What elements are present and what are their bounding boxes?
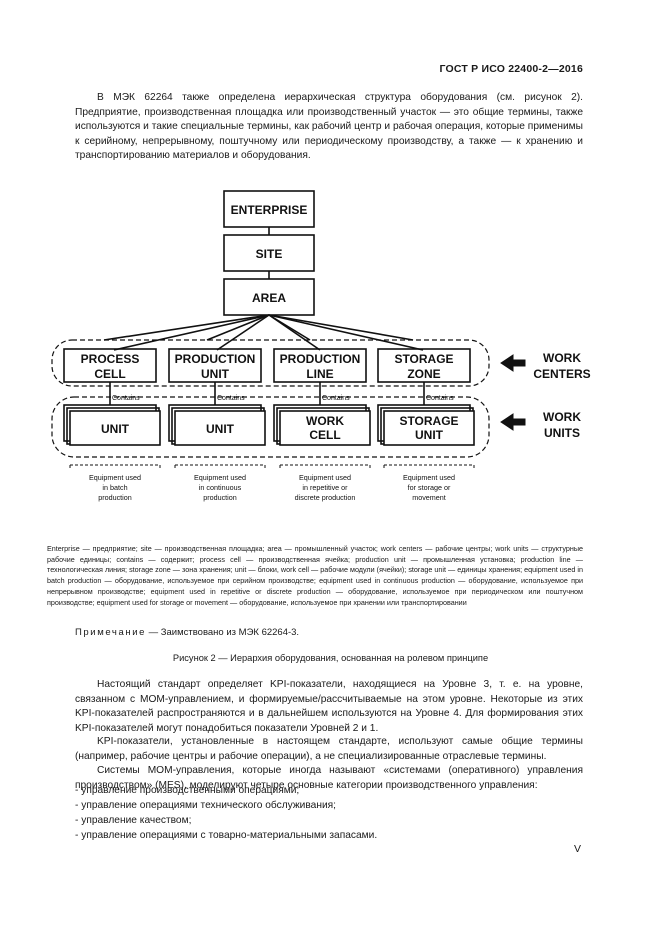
- site-label: SITE: [256, 247, 283, 261]
- equipment-1-line3: production: [98, 493, 132, 502]
- work-centers-label-line2: CENTERS: [533, 367, 590, 381]
- list-item: управление качеством;: [75, 813, 377, 828]
- list-item: управление производственными операциями;: [75, 783, 377, 798]
- list-item: управление операциями технического обслу…: [75, 798, 377, 813]
- work-center-1-line1: PROCESS: [81, 352, 140, 366]
- intro-paragraph: В МЭК 62264 также определена иерархическ…: [75, 92, 583, 162]
- enterprise-label: ENTERPRISE: [231, 203, 308, 217]
- equipment-3-line2: in repetitive or: [302, 483, 348, 492]
- work-centers-arrow-icon: [500, 354, 526, 372]
- equipment-3-line1: Equipment used: [299, 473, 351, 482]
- equipment-1-line2: in batch: [102, 483, 127, 492]
- work-center-1-line2: CELL: [94, 367, 125, 381]
- contains-label-2: Contains: [217, 395, 245, 402]
- work-unit-3-line2: CELL: [309, 428, 340, 442]
- work-center-4-line2: ZONE: [407, 367, 440, 381]
- work-center-2-line1: PRODUCTION: [175, 352, 256, 366]
- contains-label-3: Contains: [322, 395, 350, 402]
- work-unit-4-line2: UNIT: [415, 428, 444, 442]
- work-unit-4-line1: STORAGE: [399, 414, 458, 428]
- note-label: Примечание: [75, 627, 146, 638]
- equipment-hierarchy-diagram: ENTERPRISE SITE AREA PROCESS CELL PRODUC…: [51, 190, 591, 502]
- equipment-3-line3: discrete production: [295, 493, 356, 502]
- equipment-4-line2: for storage or: [408, 483, 451, 492]
- work-units-arrow-icon: [500, 413, 526, 431]
- work-units-label-line1: WORK: [543, 410, 581, 424]
- area-label: AREA: [252, 291, 286, 305]
- management-categories-list: управление производственными операциями;…: [75, 783, 377, 843]
- paragraph-1: Настоящий стандарт определяет KPI-показа…: [75, 679, 583, 734]
- contains-label-1: Contains: [112, 395, 140, 402]
- work-units-label-line2: UNITS: [544, 426, 580, 440]
- contains-label-4: Contains: [426, 395, 454, 402]
- equipment-2-line2: in continuous: [199, 483, 242, 492]
- figure-note: Примечание — Заимствовано из МЭК 62264-3…: [75, 627, 299, 638]
- work-center-3-line2: LINE: [306, 367, 333, 381]
- work-center-3-line1: PRODUCTION: [280, 352, 361, 366]
- work-unit-3-line1: WORK: [306, 414, 344, 428]
- work-center-2-line2: UNIT: [201, 367, 230, 381]
- work-unit-1-line1: UNIT: [101, 422, 130, 436]
- equipment-4-line3: movement: [412, 493, 446, 502]
- figure-caption: Рисунок 2 — Иерархия оборудования, основ…: [172, 653, 489, 663]
- standard-header: ГОСТ Р ИСО 22400-2—2016: [439, 63, 583, 75]
- work-center-4-line1: STORAGE: [394, 352, 453, 366]
- list-item: управление операциями с товарно-материал…: [75, 828, 377, 843]
- equipment-1-line1: Equipment used: [89, 473, 141, 482]
- paragraph-2: KPI-показатели, установленные в настояще…: [75, 736, 583, 762]
- equipment-2-line3: production: [203, 493, 237, 502]
- equipment-4-line1: Equipment used: [403, 473, 455, 482]
- page-number: V: [574, 843, 582, 855]
- equipment-2-line1: Equipment used: [194, 473, 246, 482]
- figure-legend: Enterprise — предприятие; site — произво…: [47, 544, 583, 607]
- work-centers-label-line1: WORK: [543, 351, 581, 365]
- note-text: — Заимствовано из МЭК 62264-3.: [146, 627, 300, 638]
- work-unit-2-line1: UNIT: [206, 422, 235, 436]
